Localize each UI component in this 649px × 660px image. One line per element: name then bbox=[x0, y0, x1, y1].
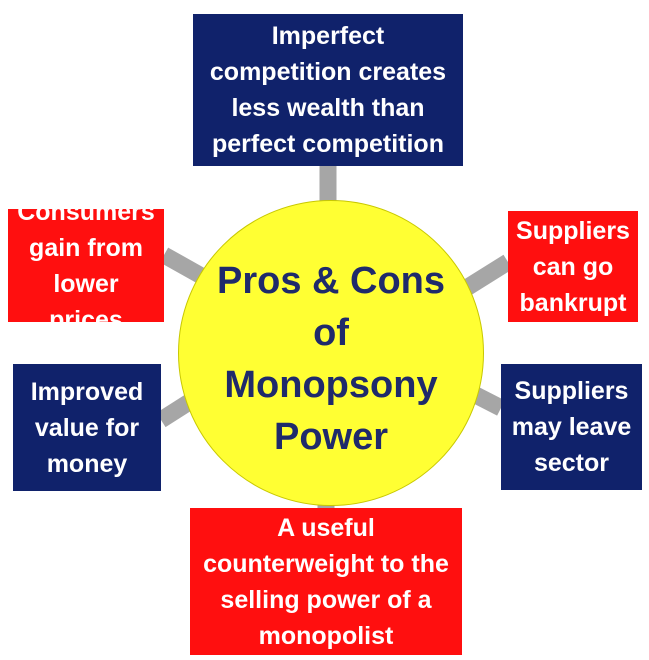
connector-upper-left bbox=[159, 247, 210, 286]
node-bottom: A useful counterweight to the selling po… bbox=[190, 508, 462, 655]
node-top: Imperfect competition creates less wealt… bbox=[193, 14, 463, 166]
node-lower-right-text: Suppliers may leave sector bbox=[511, 377, 632, 477]
node-upper-right: Suppliers can go bankrupt bbox=[508, 211, 638, 322]
node-upper-left: Consumers gain from lower prices bbox=[8, 198, 164, 334]
node-lower-left: Improved value for money bbox=[13, 364, 161, 491]
node-lower-right: Suppliers may leave sector bbox=[501, 364, 642, 490]
node-bottom-text: A useful counterweight to the selling po… bbox=[203, 513, 449, 650]
node-upper-right-text: Suppliers can go bankrupt bbox=[516, 216, 630, 317]
central-hub-circle: Pros & Cons of Monopsony Power bbox=[178, 200, 484, 506]
hub-title: Pros & Cons of Monopsony Power bbox=[216, 260, 446, 458]
node-top-text: Imperfect competition creates less wealt… bbox=[209, 22, 447, 158]
node-upper-left-text: Consumers gain from lower prices bbox=[17, 197, 155, 334]
node-lower-left-text: Improved value for money bbox=[30, 377, 144, 478]
